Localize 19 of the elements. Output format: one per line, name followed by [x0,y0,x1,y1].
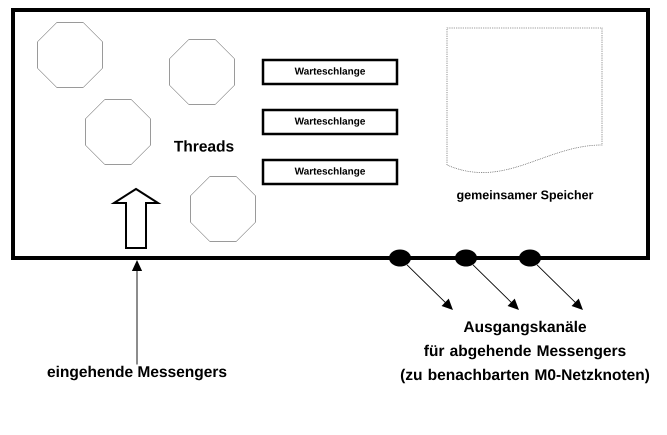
queue-box: Warteschlange [262,108,398,136]
threads-label: Threads [174,140,234,152]
memory-document: gemeinsamer Speicher [446,28,602,202]
port-dot [389,250,411,266]
queue-box: Warteschlange [262,58,398,86]
thread-octagon [85,99,151,165]
frame-box [11,8,650,260]
port-dot [519,250,541,266]
arrow [536,264,583,310]
incoming-label: eingehende Messengers [48,366,226,380]
arrow [472,264,519,310]
node-label: gemeinsamer Speicher [457,190,594,202]
thread-octagon [37,22,103,88]
port-dot [455,250,477,266]
channel-label: Ausgangskanäle für abgehende Messengers (zu benachbarten M0-Netzknoten) [400,320,650,384]
thread-octagon [169,39,235,105]
thread-octagon [190,176,256,242]
queue-box: Warteschlange [262,158,398,186]
arrow [406,264,453,310]
